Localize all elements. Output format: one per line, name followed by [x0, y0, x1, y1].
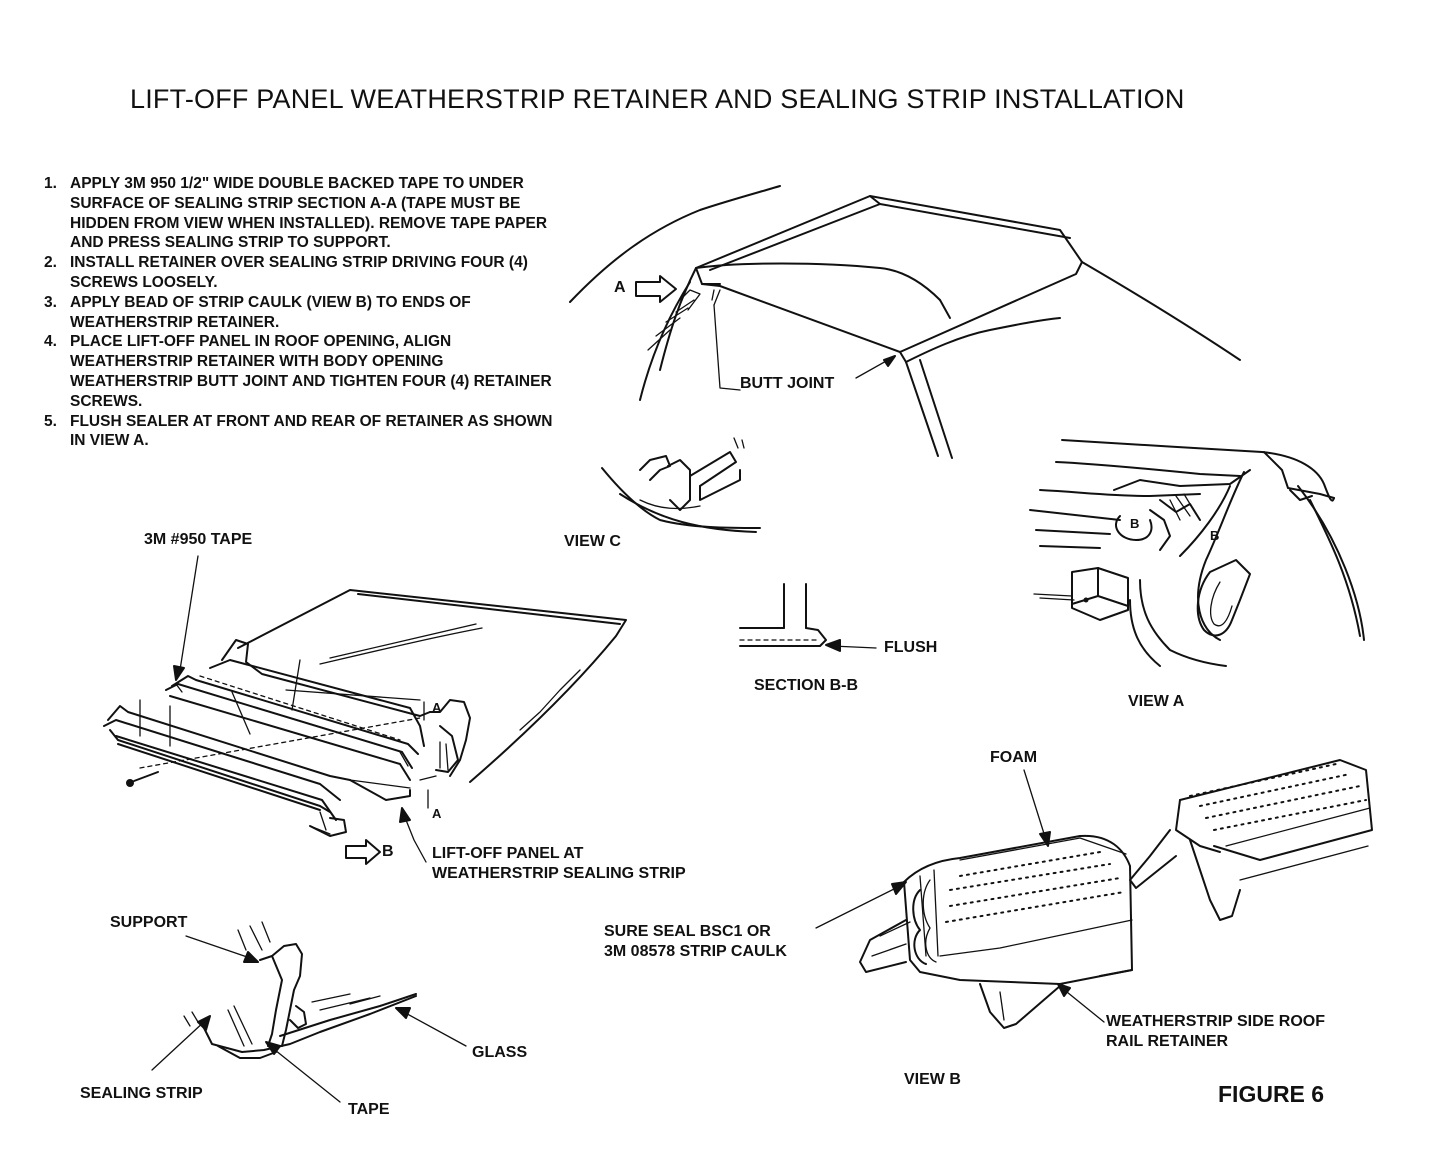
arrow-b-label: B	[382, 843, 394, 860]
glass-label: GLASS	[472, 1044, 528, 1061]
flush-label: FLUSH	[884, 639, 938, 656]
step-text: APPLY BEAD OF STRIP CAULK (VIEW B) TO EN…	[70, 293, 471, 331]
view-a-illustration	[1029, 439, 1365, 667]
butt-joint-label: BUTT JOINT	[740, 375, 835, 392]
instruction-step: 5. FLUSH SEALER AT FRONT AND REAR OF RET…	[40, 412, 560, 452]
roof-illustration	[569, 185, 1241, 459]
instruction-step: 4. PLACE LIFT-OFF PANEL IN ROOF OPENING,…	[40, 332, 560, 411]
section-a-bottom-label: A	[432, 806, 442, 821]
instruction-step: 1. APPLY 3M 950 1/2" WIDE DOUBLE BACKED …	[40, 174, 560, 253]
cross-section-illustration	[151, 921, 467, 1103]
step-text: APPLY 3M 950 1/2" WIDE DOUBLE BACKED TAP…	[70, 175, 548, 252]
step-number: 5.	[44, 412, 57, 430]
step-number: 4.	[44, 333, 57, 351]
roof-section-a-label: A	[614, 279, 626, 296]
section-a-top-label: A	[432, 700, 442, 715]
section-bb-label: SECTION B-B	[754, 677, 858, 694]
section-bb-illustration	[739, 583, 877, 652]
view-a-label: VIEW A	[1128, 693, 1185, 710]
step-number: 2.	[44, 254, 57, 272]
instruction-list: 1. APPLY 3M 950 1/2" WIDE DOUBLE BACKED …	[40, 174, 560, 451]
step-text: FLUSH SEALER AT FRONT AND REAR OF RETAIN…	[70, 412, 553, 450]
tape-950-label: 3M #950 TAPE	[144, 531, 253, 548]
sure-seal-label: SURE SEAL BSC1 OR 3M 08578 STRIP CAULK	[604, 923, 787, 960]
instruction-step: 3. APPLY BEAD OF STRIP CAULK (VIEW B) TO…	[40, 293, 560, 333]
step-text: PLACE LIFT-OFF PANEL IN ROOF OPENING, AL…	[70, 333, 552, 410]
view-b-label: VIEW B	[904, 1071, 961, 1088]
support-label: SUPPORT	[110, 914, 188, 931]
panel-exploded-illustration	[103, 555, 627, 865]
sealing-strip-label: SEALING STRIP	[80, 1085, 203, 1102]
view-b-illustration	[815, 759, 1373, 1029]
step-text: INSTALL RETAINER OVER SEALING STRIP DRIV…	[70, 254, 528, 291]
lift-off-panel-label: LIFT-OFF PANEL AT WEATHERSTRIP SEALING S…	[432, 845, 686, 882]
tape-label: TAPE	[348, 1101, 390, 1118]
instruction-step: 2. INSTALL RETAINER OVER SEALING STRIP D…	[40, 253, 560, 293]
view-c-label: VIEW C	[564, 533, 621, 550]
foam-label: FOAM	[990, 749, 1038, 766]
figure-label: FIGURE 6	[1218, 1081, 1325, 1107]
view-c-illustration	[601, 437, 761, 533]
view-a-b-label: B	[1130, 516, 1140, 531]
retainer-label: WEATHERSTRIP SIDE ROOF RAIL RETAINER	[1106, 1013, 1325, 1050]
view-a-b-label: B	[1210, 528, 1220, 543]
step-number: 1.	[44, 175, 57, 192]
step-number: 3.	[44, 293, 57, 311]
page-title: LIFT-OFF PANEL WEATHERSTRIP RETAINER AND…	[130, 84, 1185, 114]
